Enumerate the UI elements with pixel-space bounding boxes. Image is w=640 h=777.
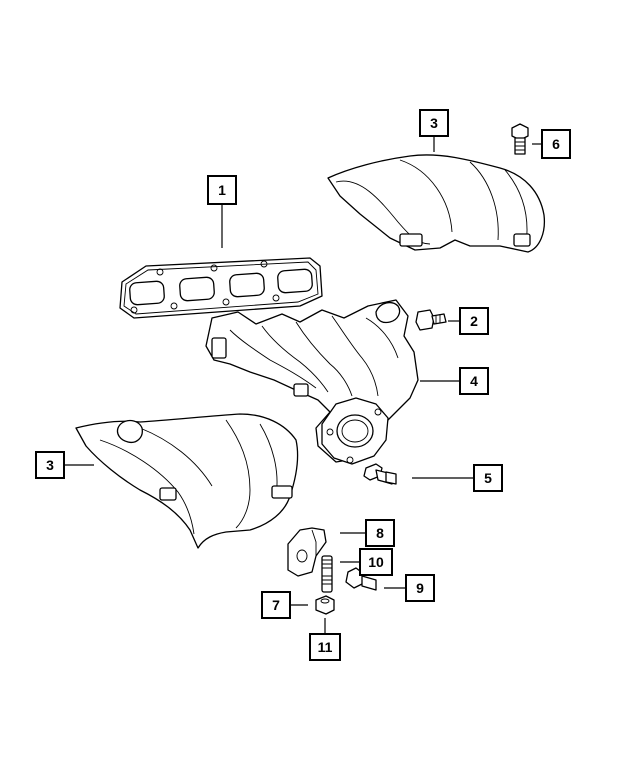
callout-9-label: 9 (416, 580, 424, 596)
bolt-6 (511, 123, 529, 155)
callout-9: 9 (405, 574, 435, 602)
callout-5-label: 5 (484, 470, 492, 486)
manifold-gasket (119, 257, 323, 319)
callout-3-upper: 3 (419, 109, 449, 137)
stud-10 (321, 555, 333, 593)
lower-heat-shield (75, 413, 299, 549)
callout-1: 1 (207, 175, 237, 205)
callout-1-label: 1 (218, 182, 226, 198)
callout-7-label: 7 (272, 597, 280, 613)
nut-11 (315, 595, 335, 615)
callout-8: 8 (365, 519, 395, 547)
callout-2: 2 (459, 307, 489, 335)
callout-10: 10 (359, 548, 393, 576)
callout-3-lower-label: 3 (46, 457, 54, 473)
callout-4-label: 4 (470, 373, 478, 389)
callout-8-label: 8 (376, 525, 384, 541)
exhaust-manifold (205, 299, 419, 465)
callout-4: 4 (459, 367, 489, 395)
callout-11-label: 11 (318, 639, 333, 655)
callout-2-label: 2 (470, 313, 478, 329)
callout-6-label: 6 (552, 136, 560, 152)
leader-lines (64, 136, 542, 634)
callout-11: 11 (309, 633, 341, 661)
callout-3-upper-label: 3 (430, 115, 438, 131)
callout-7: 7 (261, 591, 291, 619)
callout-3-lower: 3 (35, 451, 65, 479)
upper-heat-shield (327, 154, 546, 253)
callout-5: 5 (473, 464, 503, 492)
bolt-5 (363, 463, 397, 485)
bracket-8 (287, 527, 327, 577)
callout-6: 6 (541, 129, 571, 159)
bolt-2 (415, 309, 447, 331)
callout-10-label: 10 (368, 554, 384, 570)
